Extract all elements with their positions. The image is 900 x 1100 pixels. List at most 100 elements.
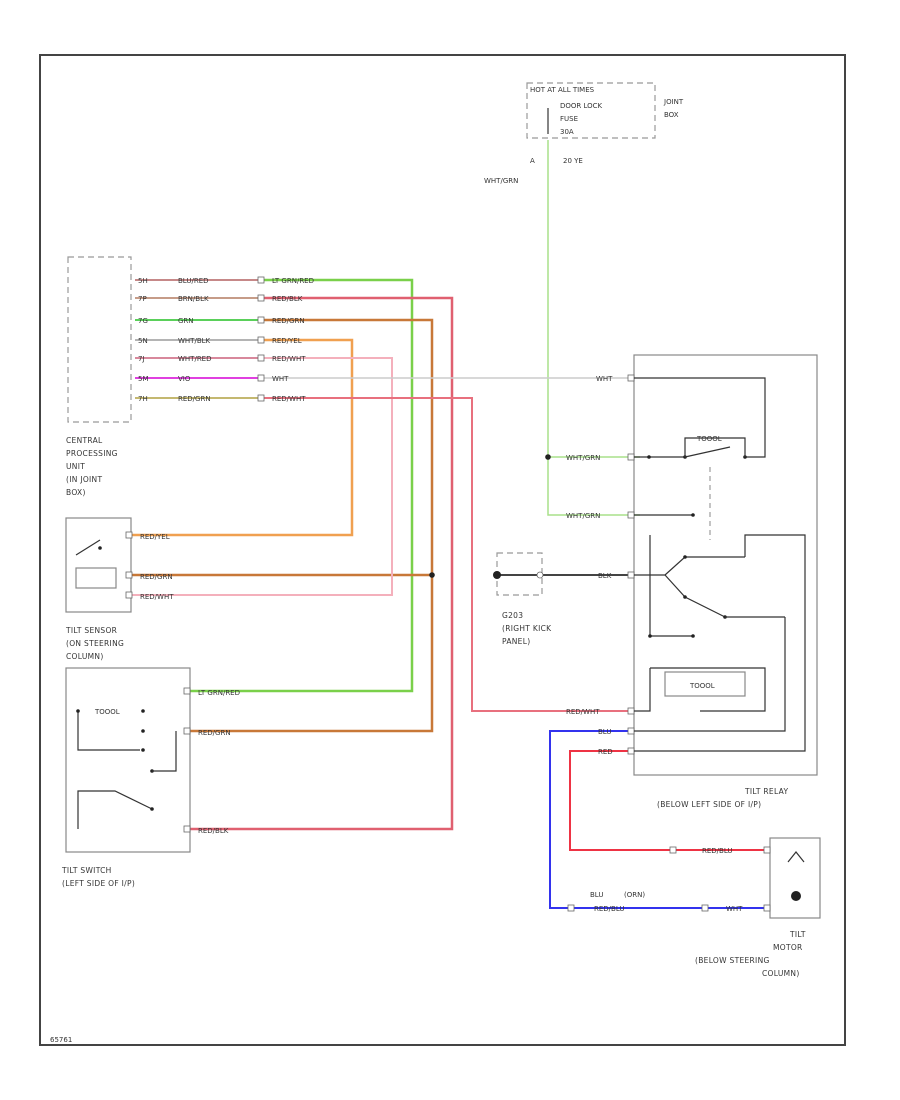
- sensor-terminal: [125, 571, 133, 579]
- cpu-caption-line: UNIT: [66, 462, 85, 471]
- fuse-wire-label: WHT/GRN: [484, 177, 518, 185]
- switch-caption-line: TILT SWITCH: [61, 866, 112, 875]
- ground-caption-line: PANEL): [502, 637, 530, 646]
- relay-node: [691, 513, 695, 517]
- relay-wire-label: BLU: [598, 728, 611, 736]
- tilt-sensor-element: [75, 567, 117, 589]
- motor-caption-line: MOTOR: [773, 943, 803, 952]
- sensor-caption-line: (ON STEERING: [66, 639, 124, 648]
- sensor-caption-line: COLUMN): [66, 652, 104, 661]
- wire-lt-grn-red: [190, 278, 414, 693]
- relay-node: [647, 455, 651, 459]
- relay-terminal: [627, 453, 635, 461]
- tilt-switch-caption: TILT SWITCH (LEFT SIDE OF I/P): [61, 866, 135, 888]
- cpu-wire-left: WHT/RED: [178, 355, 212, 363]
- splice-node: [429, 572, 435, 578]
- relay-coil: [684, 437, 746, 457]
- switch-caption-line: (LEFT SIDE OF I/P): [62, 879, 135, 888]
- cpu-pin: 7J: [138, 355, 145, 363]
- wire-red-grn: [190, 318, 434, 733]
- cpu-connector-terminals: [257, 276, 265, 402]
- cpu-caption-line: PROCESSING: [66, 449, 118, 458]
- relay-node: [683, 595, 687, 599]
- tilt-switch-lever: [77, 790, 153, 829]
- switch-terminal: [183, 687, 191, 695]
- motor-caption-line: COLUMN): [762, 969, 800, 978]
- ground-connector: [536, 571, 544, 579]
- cpu-outline: [67, 256, 132, 423]
- cpu-wire-left: BRN/BLK: [178, 295, 209, 303]
- switch-terminal: [183, 727, 191, 735]
- switch-contact: [150, 807, 154, 811]
- ground-id: G203: [502, 611, 523, 620]
- relay-terminal: [627, 511, 635, 519]
- relay-terminal: [627, 727, 635, 735]
- cpu-wire-right: RED/BLK: [272, 295, 303, 303]
- relay-internal: [634, 617, 786, 732]
- fuse-box-outline: [526, 82, 656, 139]
- motor-caption-line: (BELOW STEERING: [695, 956, 770, 965]
- switch-contact: [141, 709, 145, 713]
- wire-blu: [549, 730, 770, 909]
- connector-terminal: [257, 316, 265, 324]
- ground-symbol: [493, 571, 501, 579]
- sensor-terminal: [125, 591, 133, 599]
- cpu-wire-left: BLU/RED: [178, 277, 209, 285]
- motor-connector: [567, 904, 575, 912]
- cpu-wire-left: VIO: [178, 375, 191, 383]
- sensor-wire-label: RED/WHT: [140, 593, 174, 601]
- relay-terminals: [627, 374, 635, 755]
- switch-terminal: [183, 825, 191, 833]
- diagram-frame: [39, 54, 846, 1046]
- relay-caption-line: (BELOW LEFT SIDE OF I/P): [657, 800, 761, 809]
- motor-terminal: [763, 904, 771, 912]
- relay-node: [683, 555, 687, 559]
- relay-contact-b: [664, 574, 726, 618]
- relay-coil-2: [664, 671, 746, 697]
- motor-icon: [791, 891, 801, 901]
- relay-terminal: [627, 747, 635, 755]
- wire-red-blk: [190, 296, 454, 831]
- tilt-sensor-caption: TILT SENSOR (ON STEERING COLUMN): [65, 626, 124, 661]
- ground-wire-label: BLK: [598, 572, 612, 580]
- relay-wire-label: WHT: [596, 375, 613, 383]
- tilt-sensor-switch: [75, 539, 101, 556]
- cpu-right-wire-labels: LT GRN/RED RED/BLK RED/GRN RED/YEL RED/W…: [272, 277, 314, 403]
- cpu-pins: 5H 7P 7G 5N 7J 5M 7H: [138, 277, 149, 403]
- relay-internal: [650, 667, 766, 712]
- relay-terminal: [627, 374, 635, 382]
- cpu-caption-line: CENTRAL: [66, 436, 103, 445]
- cpu-pin: 5N: [138, 337, 148, 345]
- motor-wire-label: RED/BLU: [702, 847, 733, 855]
- tilt-relay-caption: TILT RELAY (BELOW LEFT SIDE OF I/P): [657, 787, 788, 809]
- sensor-terminal: [125, 531, 133, 539]
- relay-internal: [634, 668, 651, 712]
- relay-caption-line: TILT RELAY: [744, 787, 788, 796]
- relay-node: [691, 634, 695, 638]
- cpu-pin: 7P: [138, 295, 147, 303]
- cpu-wire-left: RED/GRN: [178, 395, 211, 403]
- relay-coil-label-2: TOOOL: [689, 682, 715, 690]
- connector-terminal: [257, 394, 265, 402]
- switch-wire-label: RED/GRN: [198, 729, 231, 737]
- tilt-switch-inner-label: TOOOL: [94, 708, 120, 716]
- cpu-left-wire-labels: BLU/RED BRN/BLK GRN WHT/BLK WHT/RED VIO …: [178, 277, 212, 403]
- switch-contact: [76, 709, 80, 713]
- fuse-box-label-2: BOX: [664, 111, 679, 119]
- cpu-wire-right: LT GRN/RED: [272, 277, 314, 285]
- cpu-wire-left: GRN: [178, 317, 194, 325]
- cpu-caption-line: BOX): [66, 488, 86, 497]
- relay-wire-label: WHT/GRN: [566, 454, 600, 462]
- fuse-wire-size: 20 YE: [563, 157, 583, 165]
- connector-terminal: [257, 374, 265, 382]
- relay-terminal: [627, 707, 635, 715]
- connector-terminal: [257, 336, 265, 344]
- cpu-wire-left: WHT/BLK: [178, 337, 211, 345]
- fuse-box-label-1: JOINT: [663, 98, 684, 106]
- connector-terminal: [257, 294, 265, 302]
- relay-wire-labels: WHT WHT/GRN WHT/GRN RED/WHT BLU RED: [566, 375, 613, 756]
- cpu-caption-line: (IN JOINT: [66, 475, 102, 484]
- cpu-wire-right: RED/WHT: [272, 355, 306, 363]
- switch-contact: [141, 748, 145, 752]
- fuse-label: FUSE: [560, 115, 578, 123]
